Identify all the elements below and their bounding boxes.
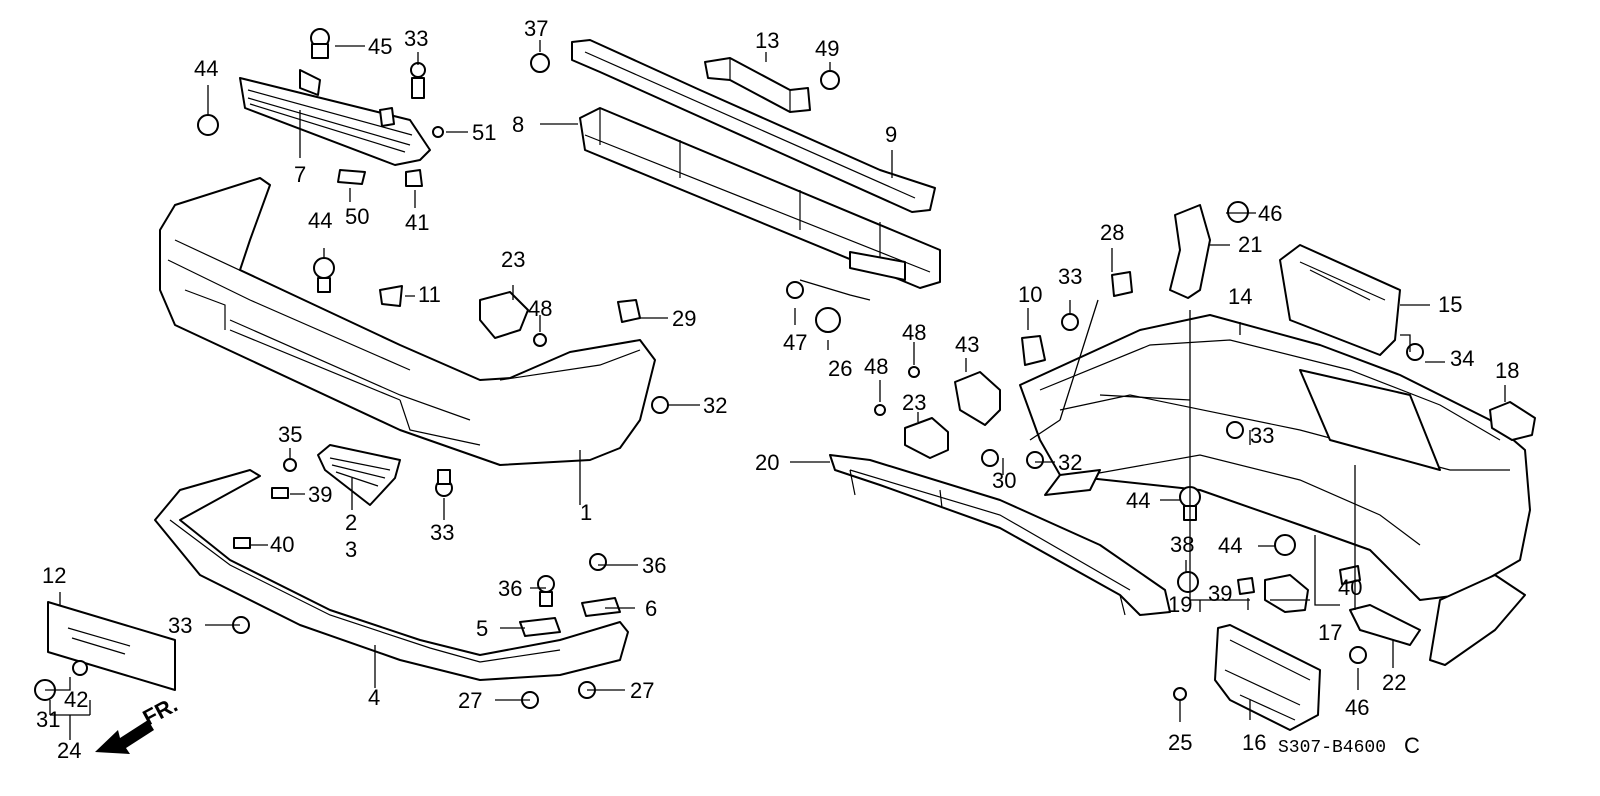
callout: 23 (902, 390, 926, 415)
callout: 39 (1208, 581, 1232, 606)
callout: 15 (1438, 292, 1462, 317)
callout: 40 (270, 532, 294, 557)
callout: 31 (36, 707, 60, 732)
callout: 27 (458, 688, 482, 713)
callout: 14 (1228, 284, 1252, 309)
diagram-code: S307-B4600 C (1278, 733, 1420, 758)
callout: 4 (368, 685, 380, 710)
callout: 11 (418, 282, 441, 307)
callout: 42 (64, 687, 88, 712)
callout: 28 (1100, 220, 1124, 245)
callout: 3 (345, 537, 357, 562)
part-15-license-mount (1279, 244, 1401, 356)
part-16-rear-diffuser (1214, 624, 1321, 731)
callout: 18 (1495, 358, 1519, 383)
leader-lines (45, 40, 1506, 740)
callout: 12 (42, 563, 66, 588)
callout: 6 (645, 596, 657, 621)
callout: 43 (955, 332, 979, 357)
callout: 25 (1168, 730, 1192, 755)
callout: 33 (1250, 423, 1274, 448)
callout: 51 (472, 120, 496, 145)
callout: 32 (703, 393, 727, 418)
callout: 30 (992, 468, 1016, 493)
callout: 24 (57, 738, 81, 763)
callout: 46 (1258, 201, 1282, 226)
callout: 48 (528, 296, 552, 321)
part-1-front-bumper (159, 177, 656, 466)
callout: 37 (524, 16, 548, 41)
part-8-front-reinforcement (579, 107, 941, 289)
part-4-lower-spoiler (154, 469, 629, 681)
callout: 22 (1382, 670, 1406, 695)
part-12-license-bracket (47, 601, 176, 691)
callout: 48 (864, 354, 888, 379)
callout: 44 (194, 56, 218, 81)
callout: 19 (1168, 592, 1192, 617)
part-7-grille (239, 69, 431, 166)
part-23-retainer-front (479, 291, 529, 339)
callout: 38 (1170, 532, 1194, 557)
part-13-absorber (704, 57, 811, 113)
callout: 32 (1058, 450, 1082, 475)
callout: 45 (368, 34, 392, 59)
callout: 26 (828, 356, 852, 381)
part-22-side-piece (1349, 604, 1421, 646)
part-2-3-fog-cover (317, 444, 401, 506)
revision-mark: C (1404, 733, 1420, 758)
callout: 36 (642, 553, 666, 578)
callout: 39 (308, 482, 332, 507)
callout: 5 (476, 616, 488, 641)
part-14-rear-bumper (1019, 314, 1531, 601)
callout: 47 (783, 330, 807, 355)
part-43-retainer (954, 371, 1001, 426)
callout: 9 (885, 122, 897, 147)
callout: 44 (1126, 488, 1150, 513)
callout: 46 (1345, 695, 1369, 720)
callout: 27 (630, 678, 654, 703)
callout: 35 (278, 422, 302, 447)
part-23-retainer-rear (904, 417, 949, 459)
callout: 23 (501, 247, 525, 272)
callout: 16 (1242, 730, 1266, 755)
front-direction-arrow: FR. (95, 692, 182, 754)
callout: 50 (345, 204, 369, 229)
callout: 41 (405, 210, 429, 235)
part-side-spoiler (1429, 574, 1526, 666)
callout: 33 (168, 613, 192, 638)
callout: 33 (404, 26, 428, 51)
part-19-retainer (1264, 574, 1309, 613)
callout: 44 (308, 208, 332, 233)
callout: 29 (672, 306, 696, 331)
callout: 44 (1218, 533, 1242, 558)
callout: 17 (1318, 620, 1342, 645)
callout: 13 (755, 28, 779, 53)
part-20-rear-beam (829, 454, 1171, 616)
callout: 33 (430, 520, 454, 545)
callout: 40 (1338, 575, 1362, 600)
callout: 36 (498, 576, 522, 601)
part-18-corner-bracket (1489, 401, 1536, 441)
callout: 21 (1238, 232, 1262, 257)
callout: 10 (1018, 282, 1042, 307)
callout: 1 (580, 500, 592, 525)
callout: 33 (1058, 264, 1082, 289)
callout: 7 (294, 162, 306, 187)
part-9-front-beam (571, 39, 936, 213)
diagram-code-text: S307-B4600 (1278, 738, 1386, 758)
callout: 34 (1450, 346, 1474, 371)
callout-labels: 1 2 3 4 5 6 7 8 9 10 11 12 13 14 15 16 1… (36, 16, 1519, 763)
callout: 20 (755, 450, 779, 475)
part-21-bracket (1169, 204, 1211, 299)
callout: 2 (345, 510, 357, 535)
callout: 8 (512, 112, 524, 137)
callout: 49 (815, 36, 839, 61)
callout: 48 (902, 320, 926, 345)
